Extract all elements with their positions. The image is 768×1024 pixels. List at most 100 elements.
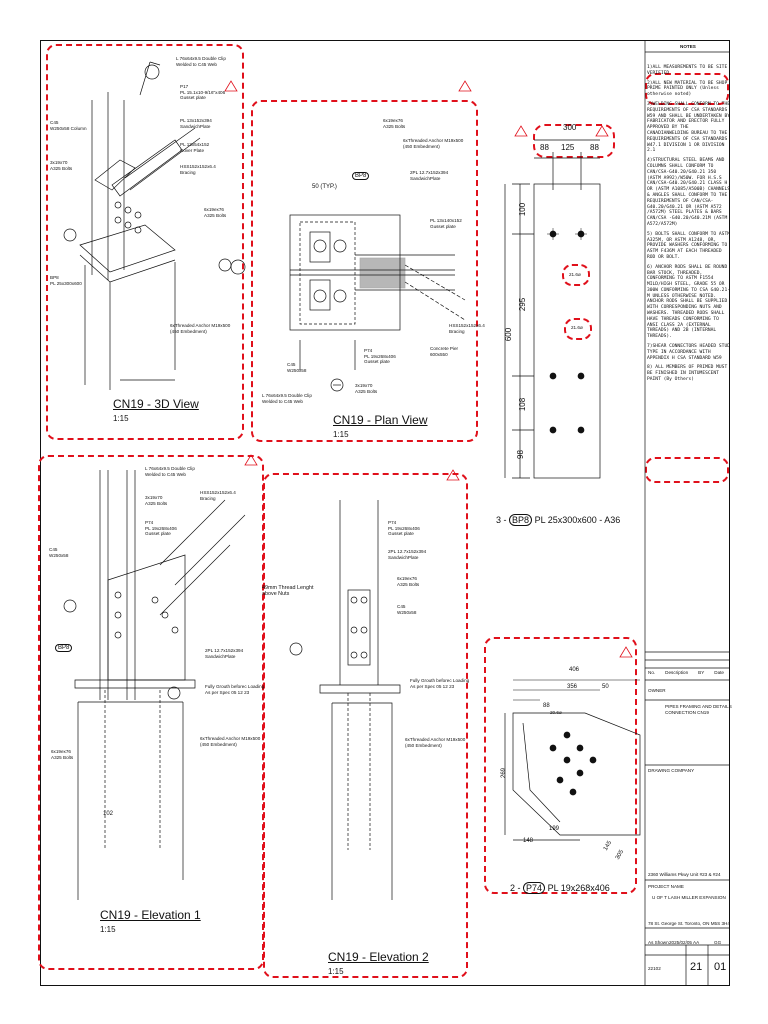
dim-bp8-98: 98 xyxy=(515,450,525,459)
revision-cloud-plan xyxy=(251,100,478,442)
label-plan-anchors: 6xThreaded Anchor M19x500 (450 Embedment… xyxy=(403,138,464,149)
label-plan-pier: Concrete Pier 600x550 xyxy=(430,346,459,357)
revision-cloud-elev2 xyxy=(263,473,468,978)
label-plan-bp8-tag: BP8 xyxy=(352,172,370,180)
view-title-p74: 2 - P74 PL 19x268x406 xyxy=(510,882,610,894)
revision-cloud-bp8-hole2 xyxy=(564,318,592,340)
rev-col-no: No. xyxy=(648,670,656,675)
rev-col-date: Date xyxy=(714,670,724,675)
label-e1-column: C45 W250x58 xyxy=(49,547,69,558)
revision-cloud-bp8-hole1 xyxy=(562,264,590,286)
note-2: 2)ALL NEW MATERIAL TO BE SHOP PRIME PAIN… xyxy=(647,80,728,98)
3d-view-geometry xyxy=(63,61,232,390)
label-e2-sandwich: 2PL 12.7x152x394 SandwichPlate xyxy=(388,549,427,560)
label-e1-p74: P74 PL 19x268x406 Gusset plate xyxy=(145,520,177,537)
label-e1-bp8-tag: BP8 xyxy=(55,644,73,652)
drawing-company-label: DRAWING COMPANY xyxy=(648,768,695,773)
note-5: 5) BOLTS SHALL CONFORM TO ASTM A325M, OR… xyxy=(647,231,730,260)
company-address: 2360 Williams Pkwy Unit #23 & #24 xyxy=(648,872,721,877)
elevation-2-geometry xyxy=(289,500,401,900)
project-label: PROJECT NAME xyxy=(648,884,684,889)
general-notes: 1)ALL MEASUREMENTS TO BE SITE VERIFIED 2… xyxy=(647,65,732,387)
label-3d-anchors: 6xThreaded Anchor M19x500 (450 Embedment… xyxy=(170,323,231,334)
label-plan-sandwich: 2PL 12.7x152x394 SandwichPlate xyxy=(410,170,449,181)
p74-geometry xyxy=(504,679,641,841)
dim-bp8-hole-1: 21.6ø xyxy=(569,272,581,277)
dim-bp8-hole-2: 21.6ø xyxy=(571,325,583,330)
label-plan-50-typ: 50 (TYP.) xyxy=(312,184,337,190)
project-name: U OF T LASH MILLER EXPANSION xyxy=(652,895,726,900)
label-3d-hss-bracing: HSS152x152x6.4 Bracing xyxy=(180,164,216,175)
revision-triangles xyxy=(224,80,633,658)
note-4: 4)STRUCTURAL STEEL BEAMS AND COLUMNS SHA… xyxy=(647,158,730,227)
title-block-lines xyxy=(644,40,730,986)
label-e2-column: C45 W250x58 xyxy=(397,604,417,615)
label-e1-grout: Fully Grouth beforec Loading As per Spec… xyxy=(205,684,265,695)
label-e1-anchors: 6xThreaded Anchor M19x500 (450 Embedment… xyxy=(200,736,261,747)
dim-p74-148: 148 xyxy=(523,838,534,844)
view-title-elev1: CN19 - Elevation 1 xyxy=(100,908,201,922)
revision-cloud-notes-b xyxy=(645,457,729,483)
bp8-geometry xyxy=(504,139,601,479)
view-title-bp8: 3 - BP8 PL 25x300x600 - A36 xyxy=(496,514,621,526)
note-8: 8) ALL MEMBERS OF PRIMED MUST BE FINISHE… xyxy=(647,365,728,383)
view-title-plan: CN19 - Plan View xyxy=(333,413,428,427)
view-title-3d: CN19 - 3D View xyxy=(113,397,199,411)
dim-p74-199: 199 xyxy=(549,826,560,832)
dim-bp8-88a: 88 xyxy=(540,143,549,152)
label-e2-bolts-76: 6x19ex76 A325 Bolts xyxy=(397,576,420,587)
revision-cloud-notes-a xyxy=(645,73,729,105)
dim-bp8-125: 125 xyxy=(561,143,575,152)
label-3d-bolts-76: 6x19ex76 A325 Bolts xyxy=(204,207,227,218)
dim-p74-269: 269 xyxy=(501,767,508,779)
dim-bp8-100: 100 xyxy=(518,202,528,217)
project-address: 78 St. George St. Toronto, ON M5S 3H4 xyxy=(648,921,730,926)
dim-e1-102: 102 xyxy=(103,811,114,817)
label-3d-base-plate: BP8 PL 25x300x600 xyxy=(50,275,82,286)
label-3d-column: C45 W250x58 Column xyxy=(50,120,87,131)
label-3d-double-clip: L 76x64x9.5 Double Clip Welded to C45 We… xyxy=(176,56,226,67)
label-e1-sandwich: 2PL 12.7x152x394 SandwichPlate xyxy=(205,648,244,659)
tb-drawn: AA xyxy=(693,940,700,945)
note-3: 3)WELDING SHALL CONFORM TO THE REQUIREME… xyxy=(647,101,730,154)
dim-p74-88: 88 xyxy=(543,703,550,709)
revision-cloud-bp8 xyxy=(533,124,615,158)
dim-bp8-88b: 88 xyxy=(590,143,599,152)
label-3d-bolts-70: 3x19x70 A325 Bolts xyxy=(50,160,73,171)
label-3d-gusset: P​17 PL 15.1x10-9/16"x406 Gusset plate xyxy=(180,84,226,101)
notes-heading: NOTES xyxy=(680,44,696,49)
tb-date: 2025/02/05 xyxy=(669,940,692,945)
view-title-elev2: CN19 - Elevation 2 xyxy=(328,950,429,964)
tb-sheet-no: 21 xyxy=(690,961,703,973)
label-e1-bolts-70: 3x19x70 A325 Bolts xyxy=(145,495,168,506)
note-7: 7)SHEAR CONNECTORS HEADED STUD TYPE IN A… xyxy=(647,344,730,361)
tb-project-no: 22102 xyxy=(648,966,661,971)
label-e2-grout: Fully Grouth beforec Loading As per Spec… xyxy=(410,678,470,689)
dim-bp8-295: 295 xyxy=(518,297,528,312)
label-e1-hss: HSS152x152x6.4 Bracing xyxy=(200,490,236,501)
view-scale-elev1: 1:15 xyxy=(100,925,116,934)
owner-label: OWNER xyxy=(648,688,666,693)
drawing-title: PIPES FRAMING AND DETAILS CONNECTION CN1… xyxy=(665,704,732,715)
label-e2-p74: P74 PL 19x268x406 Gusset plate xyxy=(388,520,420,537)
dim-p74-356: 356 xyxy=(567,684,578,690)
label-e1-bolts-76: 6x19ex76 A325 Bolts xyxy=(51,749,74,760)
label-e2-thread: 49mm Thread Lenght above Nuts xyxy=(262,585,314,598)
label-plan-double-clip: L 76x64x9.5 Double Clip Welded to C45 We… xyxy=(262,393,312,404)
tb-scale: As Shown xyxy=(648,940,669,945)
rev-col-by: BY xyxy=(698,670,705,675)
dim-p74-406: 406 xyxy=(569,667,580,673)
label-plan-column: C45 W250x58 xyxy=(287,362,307,373)
tb-checked: GG xyxy=(714,940,722,945)
label-plan-p74: P74 PL 19x268x406 Gusset plate xyxy=(364,348,396,365)
plan-view-geometry xyxy=(230,214,466,392)
tb-revision: 01 xyxy=(714,961,727,973)
label-e1-double-clip: L 76x64x9.5 Double Clip Welded to C45 We… xyxy=(145,466,195,477)
rev-col-desc: Description xyxy=(665,670,689,675)
rev-header: No. Description BY Date xyxy=(648,670,724,676)
dim-p74-50: 50 xyxy=(602,684,609,690)
note-6: 6) ANCHOR RODS SHALL BE ROUND BAR STOCK,… xyxy=(647,264,730,340)
label-e2-anchors: 6xThreaded Anchor M19x500 (450 Embedment… xyxy=(405,737,466,748)
dim-bp8-width: 300 xyxy=(563,123,577,132)
